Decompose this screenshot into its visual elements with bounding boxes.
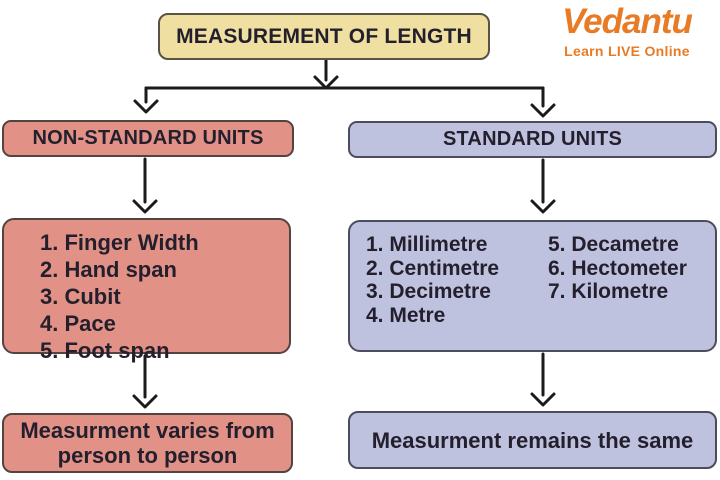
root-node-label: MEASUREMENT OF LENGTH — [176, 24, 472, 48]
arrow-right-conclusion-head — [530, 392, 556, 407]
list-item: 5. Foot span — [40, 338, 170, 363]
list-item: 7. Kilometre — [548, 280, 669, 303]
arrow-right-list-head — [530, 199, 556, 214]
list-item: 5. Decametre — [548, 233, 679, 256]
list-item: 1. Millimetre — [366, 233, 488, 256]
list-item: 3. Cubit — [40, 284, 121, 309]
arrow-left-list-head — [132, 199, 158, 214]
node-standard-conclusion: Measurment remains the same — [348, 411, 717, 469]
arrow-right-branch-head — [530, 103, 556, 118]
node-non-standard-units-label: NON-STANDARD UNITS — [32, 127, 264, 149]
arrow-root-head — [313, 75, 339, 90]
node-standard-units: STANDARD UNITS — [348, 121, 717, 158]
node-standard-units-label: STANDARD UNITS — [442, 128, 623, 150]
list-item: 2. Centimetre — [366, 256, 500, 280]
standard-conclusion-label: Measurment remains the same — [371, 427, 694, 453]
list-item: 1. Finger Width — [40, 230, 199, 255]
non-standard-conclusion-label: Measurment varies from person to person — [20, 418, 275, 468]
list-item: 3. Decimetre — [366, 280, 491, 303]
list-item: 4. Metre — [366, 303, 446, 327]
vedantu-logo: Vedantu Learn LIVE Online — [538, 2, 716, 59]
list-item: 2. Hand span — [40, 257, 177, 282]
root-node-measurement-of-length: MEASUREMENT OF LENGTH — [158, 13, 490, 60]
arrow-left-conclusion-head — [132, 394, 158, 409]
list-item: 4. Pace — [40, 311, 116, 336]
list-item: 6. Hectometer — [548, 256, 687, 280]
vedantu-tagline: Learn LIVE Online — [564, 43, 690, 59]
node-non-standard-units: NON-STANDARD UNITS — [2, 120, 294, 157]
node-non-standard-conclusion: Measurment varies from person to person — [2, 413, 293, 473]
vedantu-wordmark: Vedantu — [562, 2, 693, 41]
arrow-left-branch-head — [133, 99, 159, 114]
